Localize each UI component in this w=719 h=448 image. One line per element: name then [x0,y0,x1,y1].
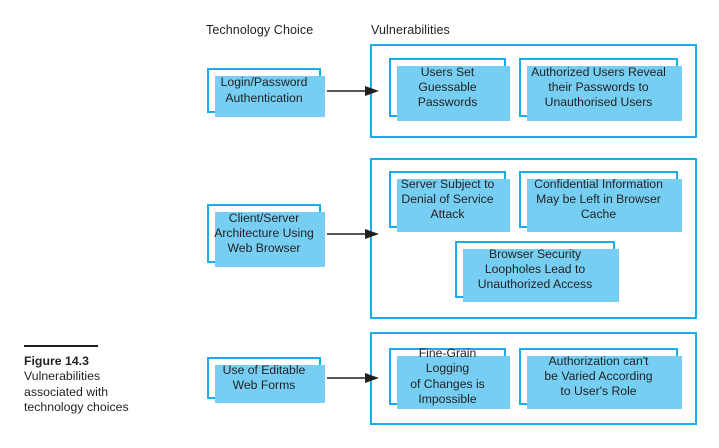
vulnerability-box-2-3-label: Browser Security Loopholes Lead to Unaut… [477,246,593,292]
vulnerability-box-2-1: Server Subject to Denial of Service Atta… [389,171,510,232]
column-header-technology-choice: Technology Choice [206,23,314,37]
column-header-vulnerabilities: Vulnerabilities [371,23,450,37]
technology-box-3: Use of Editable Web Forms [207,357,325,403]
technology-box-2: Client/Server Architecture Using Web Bro… [207,204,325,267]
vulnerability-box-1-2: Authorized Users Reveal their Passwords … [519,58,682,121]
caption-label: Figure 14.3 [24,353,89,368]
vulnerability-box-2-2-label: Confidential Information May be Left in … [534,176,663,222]
vulnerability-box-2-3: Browser Security Loopholes Lead to Unaut… [455,241,619,302]
vulnerability-box-3-1: Fine-Grain Logging of Changes is Impossi… [389,346,510,409]
caption-text: Vulnerabilities associated with technolo… [24,369,129,415]
vulnerability-box-1-2-label: Authorized Users Reveal their Passwords … [531,64,666,110]
vulnerability-box-2-1-label: Server Subject to Denial of Service Atta… [400,176,495,222]
technology-box-1: Login/Password Authentication [207,68,325,117]
figure-caption: Figure 14.3 Vulnerabilities associated w… [24,345,174,416]
vulnerability-box-3-2: Authorization can't be Varied According … [519,348,682,409]
caption-divider [24,345,98,347]
vulnerability-box-1-1-label: Users Set Guessable Passwords [417,64,478,110]
technology-box-2-label: Client/Server Architecture Using Web Bro… [214,210,314,256]
technology-box-1-label: Login/Password Authentication [220,75,308,105]
vulnerability-box-3-1-label: Fine-Grain Logging of Changes is Impossi… [410,346,485,406]
technology-box-3-label: Use of Editable Web Forms [222,362,306,392]
vulnerability-box-2-2: Confidential Information May be Left in … [519,171,682,232]
vulnerability-box-1-1: Users Set Guessable Passwords [389,58,510,121]
vulnerability-box-3-2-label: Authorization can't be Varied According … [544,353,653,399]
